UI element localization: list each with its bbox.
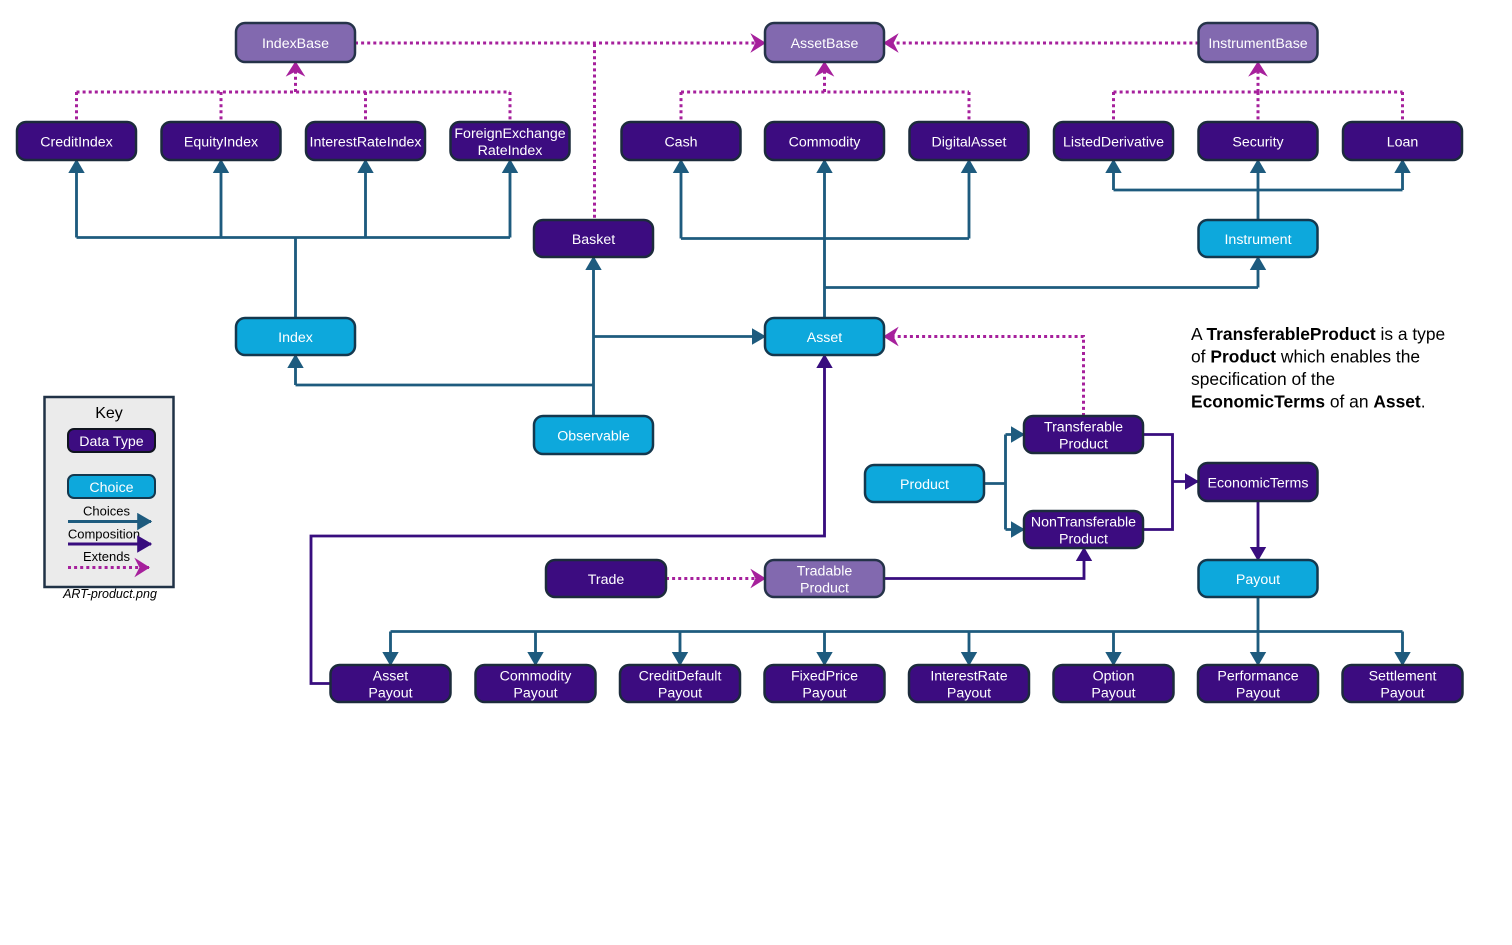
svg-text:Loan: Loan <box>1387 135 1419 151</box>
svg-text:Payout: Payout <box>368 686 412 702</box>
svg-text:Choices: Choices <box>83 504 130 519</box>
svg-text:specification of the: specification of the <box>1191 369 1335 389</box>
svg-text:Choice: Choice <box>89 480 133 496</box>
svg-text:NonTransferable: NonTransferable <box>1031 515 1136 531</box>
svg-text:Data Type: Data Type <box>79 434 144 450</box>
svg-text:Payout: Payout <box>1380 686 1424 702</box>
svg-text:ART-product.png: ART-product.png <box>62 587 157 601</box>
svg-text:Payout: Payout <box>1236 686 1280 702</box>
svg-text:Settlement: Settlement <box>1369 669 1437 685</box>
svg-text:Option: Option <box>1093 669 1135 685</box>
svg-text:Index: Index <box>278 330 313 346</box>
svg-text:Product: Product <box>900 477 949 493</box>
svg-text:InstrumentBase: InstrumentBase <box>1208 36 1307 52</box>
svg-text:Basket: Basket <box>572 232 615 248</box>
svg-text:Asset: Asset <box>807 330 843 346</box>
svg-text:Payout: Payout <box>1091 686 1135 702</box>
svg-text:AssetBase: AssetBase <box>791 36 859 52</box>
svg-text:InterestRateIndex: InterestRateIndex <box>310 135 422 151</box>
svg-text:Tradable: Tradable <box>797 564 853 580</box>
svg-text:ListedDerivative: ListedDerivative <box>1063 135 1164 151</box>
svg-text:Composition: Composition <box>68 527 140 542</box>
svg-text:EconomicTerms: EconomicTerms <box>1208 476 1309 492</box>
svg-text:EconomicTerms of an Asset.: EconomicTerms of an Asset. <box>1191 392 1426 412</box>
svg-text:Payout: Payout <box>1236 572 1280 588</box>
svg-text:Product: Product <box>1059 532 1108 548</box>
svg-text:CreditDefault: CreditDefault <box>639 669 722 685</box>
svg-text:Extends: Extends <box>83 549 130 564</box>
svg-text:Product: Product <box>800 581 849 597</box>
svg-text:Transferable: Transferable <box>1044 420 1123 436</box>
svg-text:EquityIndex: EquityIndex <box>184 135 258 151</box>
svg-text:InterestRate: InterestRate <box>930 669 1007 685</box>
svg-text:Security: Security <box>1232 135 1284 151</box>
svg-text:Commodity: Commodity <box>500 669 573 685</box>
svg-text:Key: Key <box>95 405 123 422</box>
svg-text:Payout: Payout <box>947 686 991 702</box>
svg-text:IndexBase: IndexBase <box>262 36 329 52</box>
svg-text:Cash: Cash <box>664 135 697 151</box>
svg-text:Performance: Performance <box>1217 669 1298 685</box>
svg-text:Payout: Payout <box>513 686 557 702</box>
svg-text:CreditIndex: CreditIndex <box>40 135 113 151</box>
svg-text:Asset: Asset <box>373 669 409 685</box>
svg-text:Product: Product <box>1059 437 1108 453</box>
svg-text:Payout: Payout <box>802 686 846 702</box>
svg-text:RateIndex: RateIndex <box>478 143 543 159</box>
svg-text:Observable: Observable <box>557 429 630 445</box>
svg-text:Trade: Trade <box>588 572 625 588</box>
svg-text:FixedPrice: FixedPrice <box>791 669 858 685</box>
svg-text:Payout: Payout <box>658 686 702 702</box>
svg-text:Instrument: Instrument <box>1224 232 1291 248</box>
svg-text:Commodity: Commodity <box>789 135 862 151</box>
svg-text:DigitalAsset: DigitalAsset <box>932 135 1007 151</box>
svg-text:A TransferableProduct is a typ: A TransferableProduct is a type <box>1191 324 1445 344</box>
svg-text:of Product which enables the: of Product which enables the <box>1191 347 1420 367</box>
svg-text:ForeignExchange: ForeignExchange <box>454 126 565 142</box>
